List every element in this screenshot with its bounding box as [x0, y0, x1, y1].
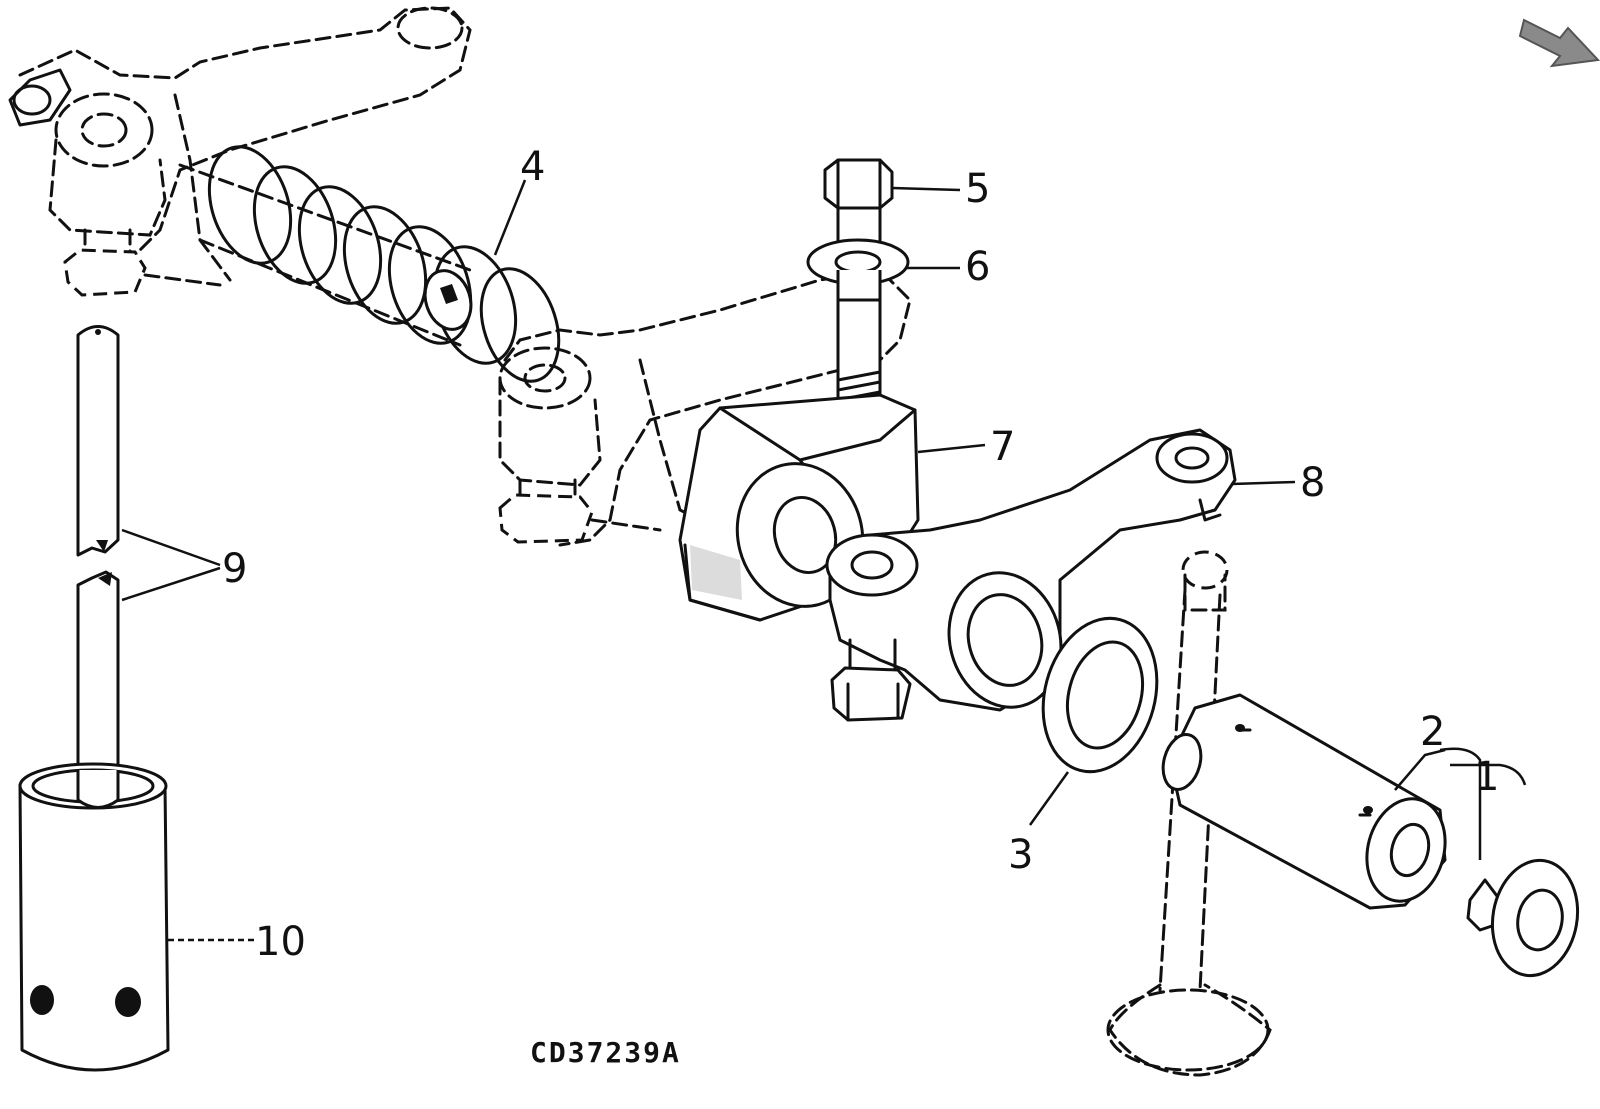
figure-code: CD37239A — [530, 1036, 681, 1069]
callout-8: 8 — [1300, 460, 1325, 506]
valve-phantom — [1106, 550, 1272, 1077]
rocker-arm-left-phantom — [8, 6, 472, 282]
callout-7: 7 — [990, 424, 1015, 470]
shaft-plug — [1466, 858, 1580, 978]
leader-lines — [121, 179, 1527, 942]
callout-4: 4 — [520, 144, 545, 190]
callout-2: 2 — [1420, 709, 1445, 755]
adjusting-nut-left — [63, 228, 222, 297]
cam-follower — [18, 762, 170, 1072]
push-rod-upper — [76, 325, 120, 557]
rocker-arm-right[interactable] — [825, 428, 1237, 720]
callout-6: 6 — [965, 244, 990, 290]
thrust-washer — [1041, 616, 1159, 774]
rocker-shaft-spring — [178, 145, 561, 383]
adjusting-nut-right — [830, 638, 912, 722]
callout-10: 10 — [255, 919, 306, 965]
callout-5: 5 — [965, 166, 990, 212]
rocker-shaft — [1161, 693, 1447, 910]
arrow-down-right-icon[interactable] — [1518, 18, 1600, 68]
callout-1: 1 — [1474, 754, 1499, 800]
callout-labels: 4 5 6 7 8 9 10 3 2 1 — [222, 144, 1499, 965]
washer — [806, 238, 910, 302]
adjusting-nut-middle — [498, 478, 662, 544]
callout-9: 9 — [222, 546, 247, 592]
callout-3: 3 — [1008, 832, 1033, 878]
